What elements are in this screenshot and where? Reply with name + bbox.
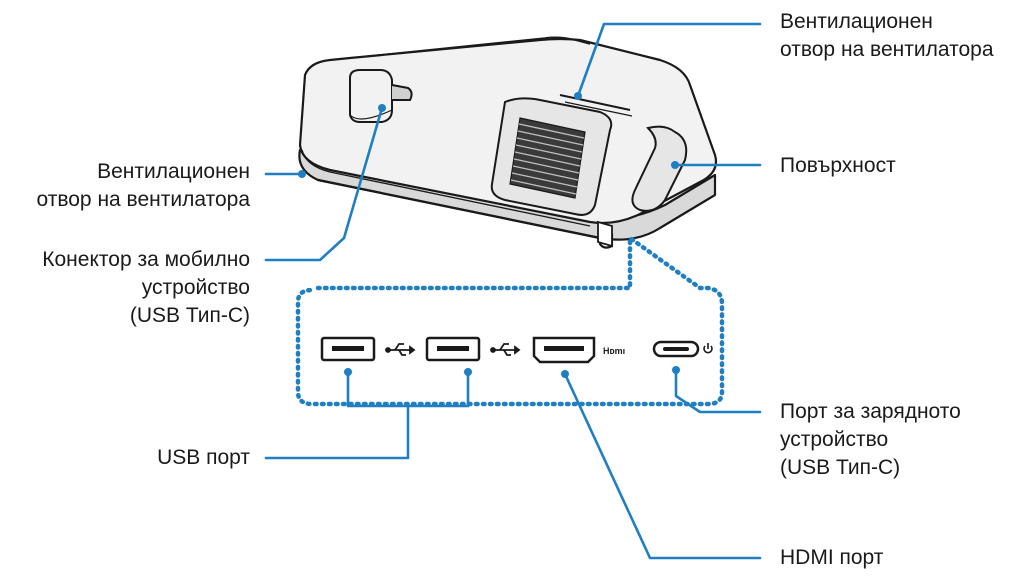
leader-usb-port bbox=[264, 370, 470, 460]
leader-lines bbox=[264, 22, 762, 560]
device-back-ridge bbox=[329, 36, 591, 61]
label-usb-port: USB порт bbox=[157, 444, 250, 472]
usb-c-charge-port bbox=[652, 340, 700, 358]
label-side-vent-line1: Вентилационен bbox=[97, 160, 250, 183]
label-charger-port-line2: устройство bbox=[780, 428, 889, 451]
label-usb-port-line1: USB порт bbox=[157, 446, 250, 469]
leader-hdmi-port bbox=[563, 372, 762, 560]
label-top-vent: Вентилационен отвор на вентилатора bbox=[780, 8, 994, 64]
label-top-vent-line2: отвор на вентилатора bbox=[780, 38, 994, 61]
label-side-vent-line2: отвор на вентилатора bbox=[36, 188, 251, 211]
power-icon bbox=[703, 343, 713, 354]
usb-port-2 bbox=[425, 336, 481, 362]
label-charger-port-line1: Порт за зарядното bbox=[780, 400, 961, 423]
hdmi-mark: Hᴅmı bbox=[603, 346, 625, 356]
label-mobile-connector-line1: Конектор за мобилно bbox=[42, 248, 250, 271]
label-top-vent-line1: Вентилационен bbox=[780, 10, 933, 33]
rear-port-recess bbox=[597, 220, 613, 248]
top-fan-grille bbox=[490, 94, 633, 216]
label-surface-line1: Повърхност bbox=[780, 154, 896, 177]
usb-port-1 bbox=[320, 336, 376, 362]
leader-mobile-connector bbox=[264, 106, 384, 262]
usb-trident-icon bbox=[385, 343, 416, 356]
label-mobile-connector: Конектор за мобилно устройство (USB Тип-… bbox=[42, 246, 250, 330]
label-mobile-connector-line3: (USB Тип-C) bbox=[129, 304, 250, 327]
label-charger-port-line3: (USB Тип-C) bbox=[780, 456, 901, 479]
hdmi-port bbox=[532, 336, 596, 364]
label-side-vent: Вентилационен отвор на вентилатора bbox=[37, 158, 251, 214]
leader-top-vent bbox=[576, 22, 762, 98]
label-charger-port: Порт за зарядното устройство (USB Тип-C) bbox=[780, 398, 961, 482]
grille-slats bbox=[510, 123, 585, 195]
port-panel-callout bbox=[295, 233, 725, 407]
device-top-inner-edge bbox=[301, 149, 591, 227]
label-mobile-connector-line2: устройство bbox=[141, 276, 250, 299]
top-slot bbox=[631, 125, 688, 212]
usb-trident-icon bbox=[490, 343, 521, 356]
label-hdmi-port: HDMI порт bbox=[780, 544, 883, 572]
leader-charger-port bbox=[674, 368, 762, 414]
label-hdmi-port-line1: HDMI порт bbox=[780, 546, 884, 569]
label-surface: Повърхност bbox=[780, 152, 896, 180]
